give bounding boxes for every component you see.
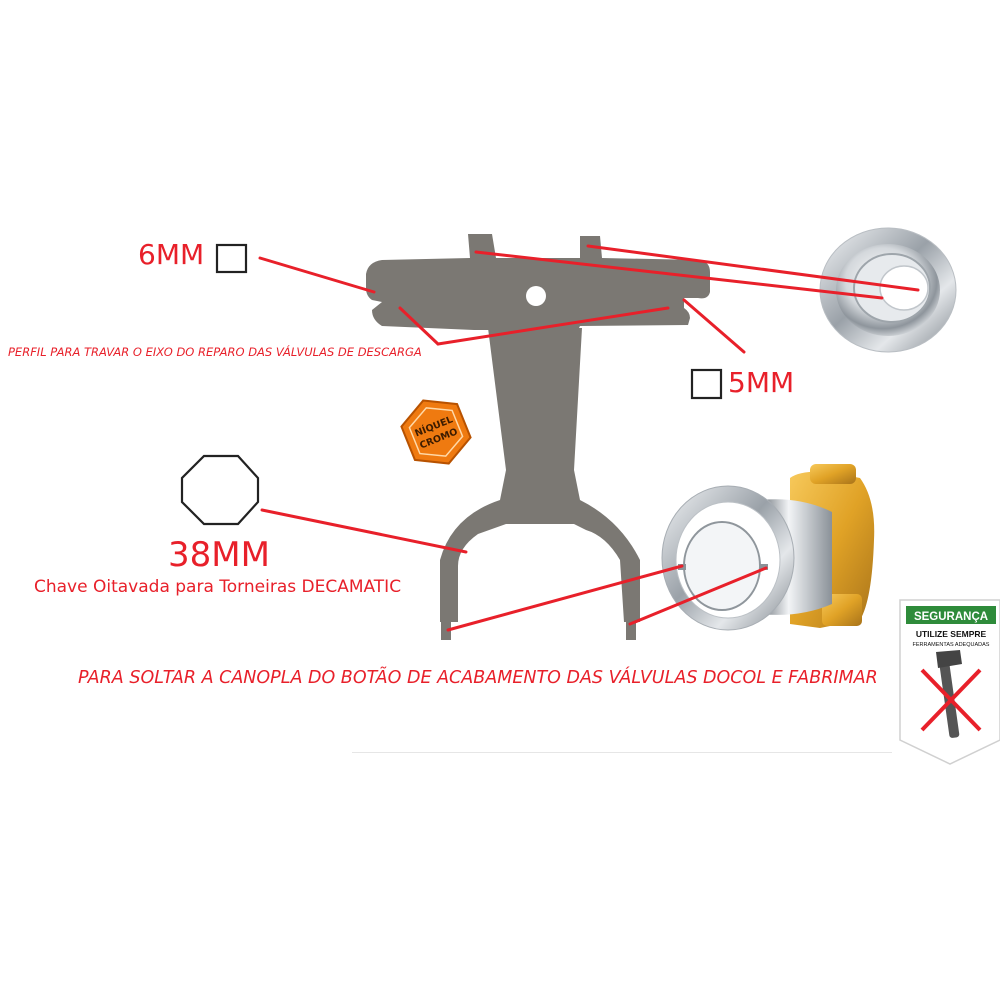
wrench-hole	[526, 286, 546, 306]
wrench-top-bar	[366, 234, 710, 330]
safety-line2: FERRAMENTAS ADEQUADAS	[913, 642, 990, 648]
niquel-cromo-badge: NÍQUEL CROMO	[400, 399, 472, 465]
wrench-tool	[366, 234, 710, 640]
divider-line	[352, 752, 892, 753]
label-canopla: PARA SOLTAR A CANOPLA DO BOTÃO DE ACABAM…	[78, 668, 878, 688]
label-chave-oitavada: Chave Oitavada para Torneiras DECAMATIC	[34, 577, 402, 597]
fork-tip-right	[626, 620, 636, 640]
flush-button-photo	[819, 218, 1000, 368]
safety-header: SEGURANÇA	[914, 611, 988, 623]
label-5mm: 5MM	[728, 366, 795, 399]
valve-canopla-photo	[661, 464, 875, 631]
square-5mm-icon	[690, 368, 723, 400]
label-perfil: PERFIL PARA TRAVAR O EIXO DO REPARO DAS …	[8, 345, 422, 359]
fork-tip-left	[441, 620, 451, 640]
safety-sign: SEGURANÇA UTILIZE SEMPRE FERRAMENTAS ADE…	[899, 599, 1000, 765]
octagon-38mm-icon	[180, 454, 260, 526]
leader-lines	[258, 244, 920, 632]
safety-line1: UTILIZE SEMPRE	[916, 629, 987, 639]
label-6mm: 6MM	[138, 238, 205, 271]
wrench-fork	[440, 328, 640, 622]
square-6mm-icon	[215, 243, 248, 274]
label-38mm: 38MM	[168, 535, 270, 575]
